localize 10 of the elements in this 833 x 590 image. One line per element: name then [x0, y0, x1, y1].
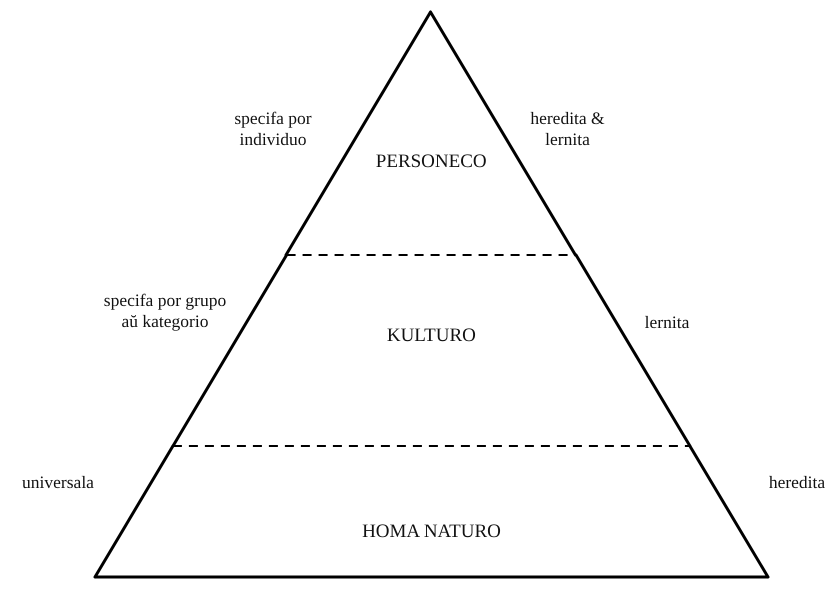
side-note: specifa por individuo: [233, 108, 313, 150]
side-note: heredita: [768, 472, 826, 493]
side-note: lernita: [644, 312, 690, 333]
side-note: universala: [21, 472, 95, 493]
pyramid-layer: [93, 446, 770, 577]
layer-label: HOMA NATURO: [362, 521, 501, 543]
layer-label: KULTURO: [386, 325, 476, 347]
side-note: specifa por grupo aŭ kategorio: [102, 290, 228, 332]
layer-label: PERSONECO: [376, 151, 487, 173]
side-note: heredita & lernita: [529, 108, 606, 150]
